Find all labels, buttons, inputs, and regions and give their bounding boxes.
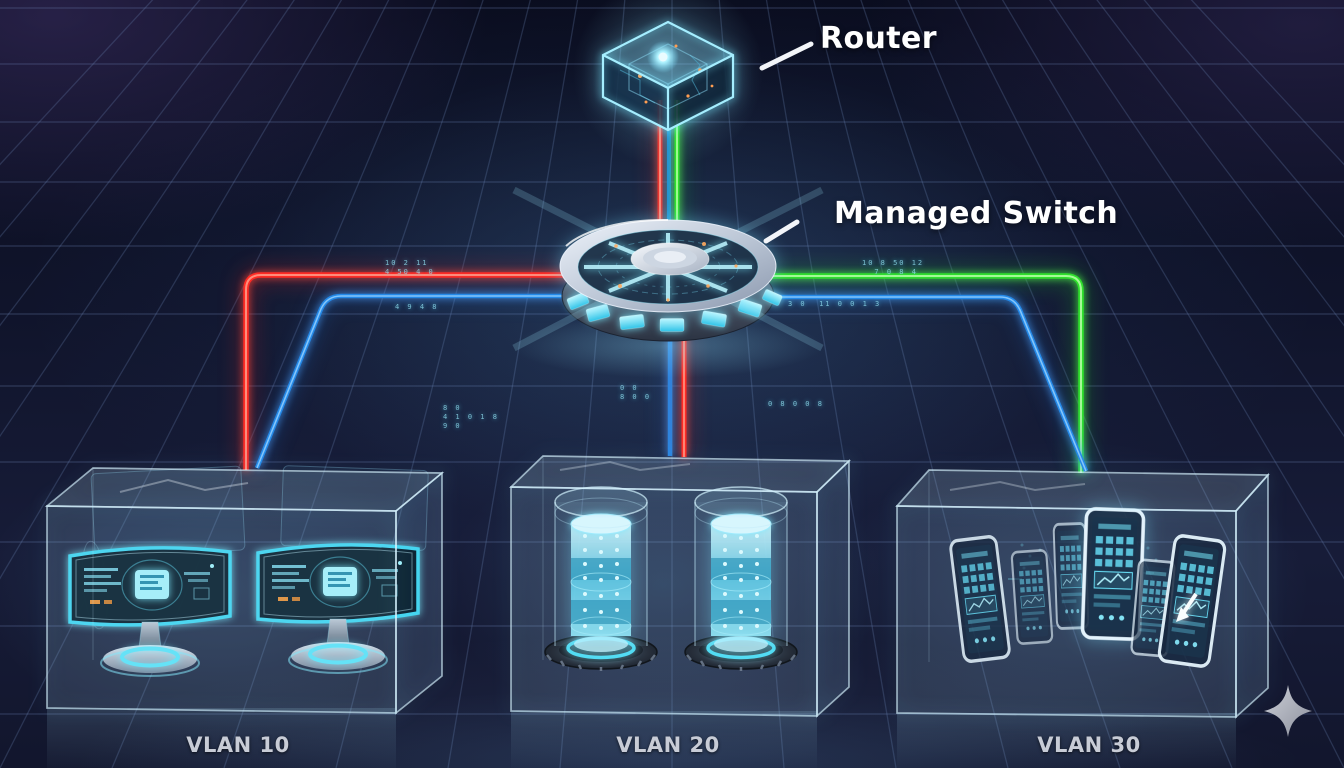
router-node xyxy=(601,20,735,132)
vlan10-reflection xyxy=(47,708,396,768)
vlan20-reflection xyxy=(511,711,817,768)
vlan30-label: VLAN 30 xyxy=(1037,733,1141,757)
sparkle-icon xyxy=(1264,685,1312,737)
vlan30-box xyxy=(895,469,1270,768)
vlan10-label: VLAN 10 xyxy=(186,733,290,757)
holo-readout: 4 9 4 8 xyxy=(395,303,439,311)
link-switch-vlan10 xyxy=(243,272,640,470)
holo-readout: 0 0 8 0 0 xyxy=(620,384,652,401)
holo-readout: 0 8 0 0 8 xyxy=(768,400,824,408)
link-switch-vlan30 xyxy=(700,273,1089,473)
switch-leader-line xyxy=(763,219,800,244)
holo-readout: 3 0 11 0 0 1 3 xyxy=(788,300,882,308)
holo-readout: 10 8 50 12 7 0 8 4 xyxy=(862,259,925,276)
router-leader-line xyxy=(759,41,814,71)
switch-label: Managed Switch xyxy=(834,196,1119,231)
switch-status-dots xyxy=(614,242,738,302)
holo-readout: 8 0 4 1 0 1 8 9 0 xyxy=(443,404,499,430)
vlan10-box xyxy=(44,465,445,768)
switch-ports xyxy=(566,289,783,332)
vlan20-label: VLAN 20 xyxy=(616,733,720,757)
holo-readout: 10 2 11 4 50 4 0 xyxy=(385,259,435,276)
workstation-backpanel xyxy=(90,465,429,558)
managed-switch-node xyxy=(512,186,824,378)
router-label: Router xyxy=(820,21,937,56)
cursor-arrow-icon xyxy=(1176,592,1198,622)
vlan20-box xyxy=(508,455,852,768)
leader-lines xyxy=(759,41,814,244)
vlan30-reflection xyxy=(897,713,1236,768)
